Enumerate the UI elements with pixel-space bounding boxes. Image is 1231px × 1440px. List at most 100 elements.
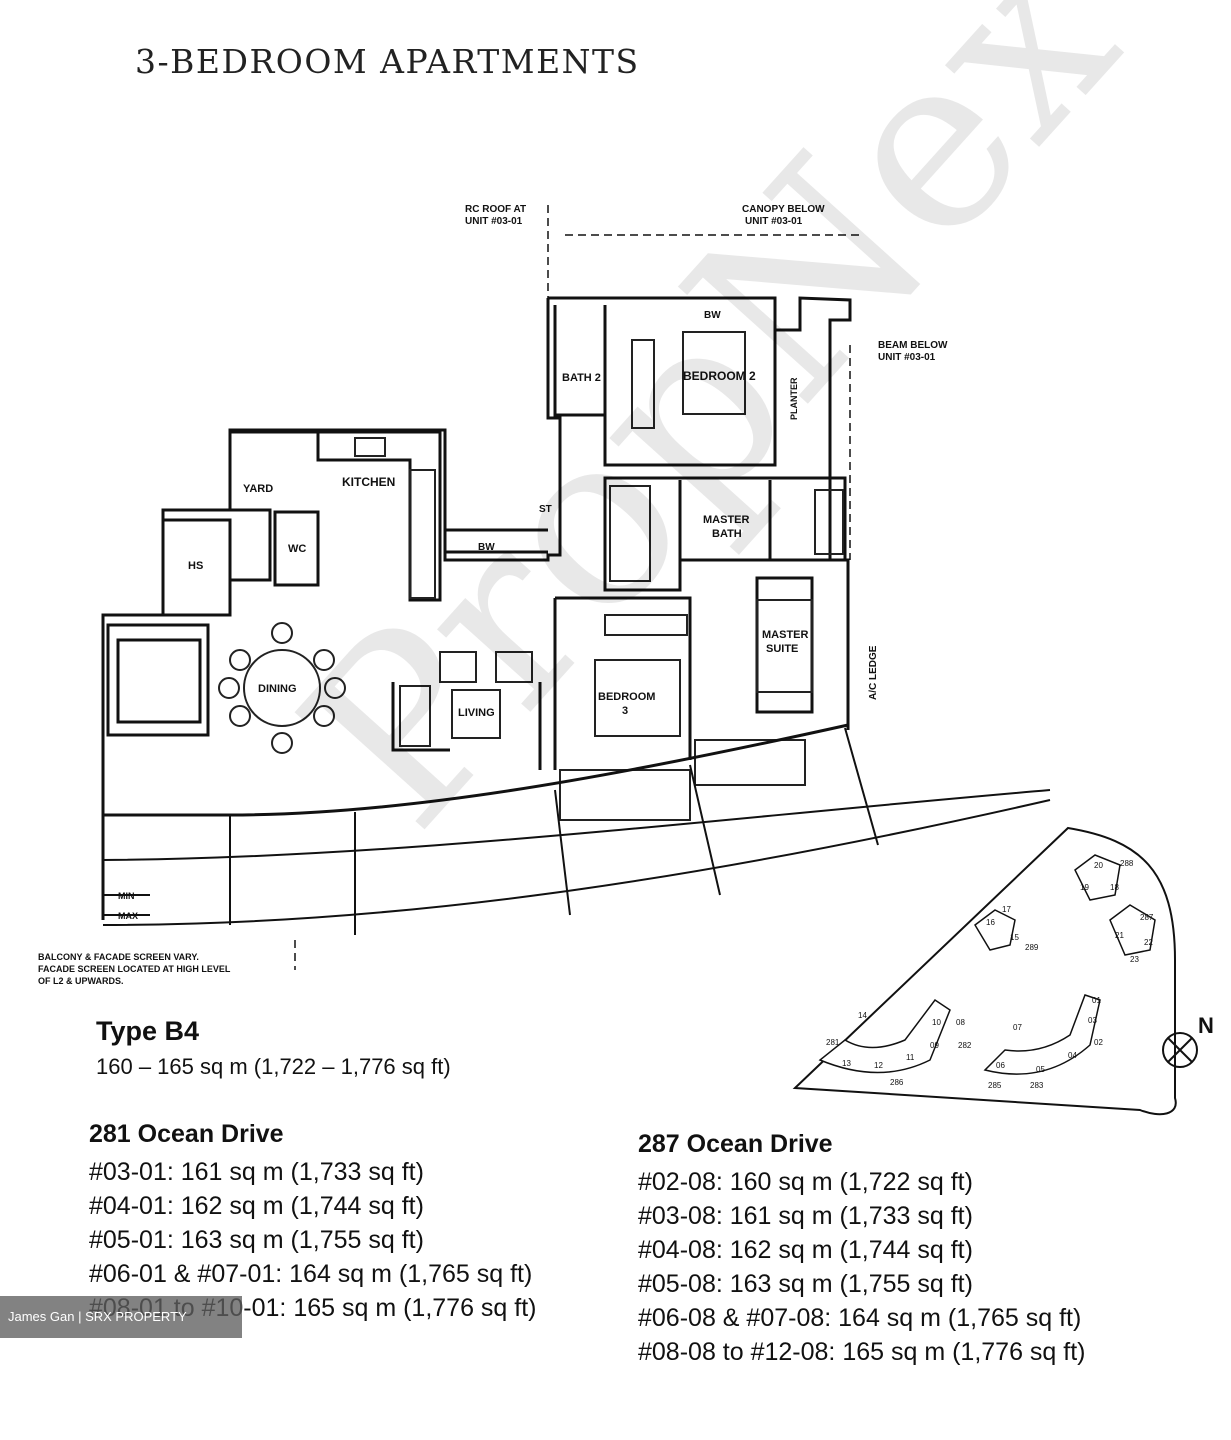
living-sofa xyxy=(399,685,431,747)
wardrobe-master xyxy=(609,485,651,582)
block-287-list: 287 Ocean Drive #02-08: 160 sq m (1,722 … xyxy=(638,1130,1086,1369)
unit-row: #04-08: 162 sq m (1,744 sq ft) xyxy=(638,1236,973,1264)
label-master-bath: BATH xyxy=(712,528,742,540)
living-armchair xyxy=(495,651,533,683)
site-stack-label: 09 xyxy=(930,1041,939,1050)
site-stack-label: 07 xyxy=(1013,1023,1022,1032)
site-block-label: 283 xyxy=(1030,1081,1044,1090)
note-balcony: BALCONY & FACADE SCREEN VARY. xyxy=(38,952,199,962)
unit-row: #02-08: 160 sq m (1,722 sq ft) xyxy=(638,1168,973,1196)
site-stack-label: 21 xyxy=(1115,931,1124,940)
dining-table xyxy=(243,649,321,727)
bedroom2-wall xyxy=(603,305,777,467)
note-beam: UNIT #03-01 xyxy=(878,352,936,363)
site-stack-label: 03 xyxy=(1088,1016,1097,1025)
balcony-edge xyxy=(103,723,849,817)
note-balcony: FACADE SCREEN LOCATED AT HIGH LEVEL xyxy=(38,964,231,974)
bed-2 xyxy=(682,331,746,415)
unit-row: #05-08: 163 sq m (1,755 sq ft) xyxy=(638,1270,973,1298)
site-stack-label: 04 xyxy=(1068,1051,1077,1060)
shaft-inner xyxy=(116,638,202,724)
balcony-post xyxy=(229,727,879,935)
kitchen-sink xyxy=(354,437,386,457)
unit-row: #05-01: 163 sq m (1,755 sq ft) xyxy=(89,1226,424,1254)
site-stack-label: 17 xyxy=(1002,905,1011,914)
note-canopy: CANOPY BELOW xyxy=(742,204,825,215)
label-planter: PLANTER xyxy=(789,377,799,420)
site-stack-label: 10 xyxy=(932,1018,941,1027)
label-dining: DINING xyxy=(258,683,297,695)
dining-chair xyxy=(271,622,293,644)
bw-strip xyxy=(445,528,548,554)
label-kitchen: KITCHEN xyxy=(342,475,395,489)
label-hs: HS xyxy=(188,560,203,572)
wc-box xyxy=(273,510,320,587)
unit-type-name: Type B4 xyxy=(96,1016,200,1046)
label-yard: YARD xyxy=(243,483,273,495)
facade-line xyxy=(102,799,1051,926)
living-wall xyxy=(391,682,542,770)
site-block-label: 282 xyxy=(958,1041,972,1050)
wardrobe-2 xyxy=(631,339,655,429)
site-stack-label: 12 xyxy=(874,1061,883,1070)
site-stack-label: 08 xyxy=(956,1018,965,1027)
compass-icon xyxy=(1162,1032,1198,1068)
site-stack-label: 19 xyxy=(1080,883,1089,892)
label-bedroom-2: BEDROOM 2 xyxy=(683,369,756,383)
dining-chair xyxy=(271,732,293,754)
label-bw: BW xyxy=(478,542,495,553)
yard-wall xyxy=(230,508,272,582)
unit-row: #03-01: 161 sq m (1,733 sq ft) xyxy=(89,1158,424,1186)
master-bed xyxy=(756,599,813,693)
label-master-suite: SUITE xyxy=(766,643,798,655)
note-rc-roof: UNIT #03-01 xyxy=(465,216,523,227)
shaft xyxy=(106,623,210,737)
note-rc-roof: RC ROOF AT xyxy=(465,204,526,215)
site-block-label: 287 xyxy=(1140,913,1154,922)
unit-row: #06-01 & #07-01: 164 sq m (1,765 sq ft) xyxy=(89,1260,533,1288)
label-master-bath: MASTER xyxy=(703,514,750,526)
balcony-planter xyxy=(559,769,691,821)
unit-row: #04-01: 162 sq m (1,744 sq ft) xyxy=(89,1192,424,1220)
note-canopy: UNIT #03-01 xyxy=(745,216,803,227)
dining-chair xyxy=(229,705,251,727)
site-stack-label: 22 xyxy=(1144,938,1153,947)
dining-chair xyxy=(218,677,240,699)
site-block-label: 285 xyxy=(988,1081,1002,1090)
kitchen-counter xyxy=(409,469,436,599)
coffee-table xyxy=(451,689,501,739)
note-balcony: OF L2 & UPWARDS. xyxy=(38,976,124,986)
label-bedroom-3: BEDROOM xyxy=(598,691,655,703)
site-stack-label: 01 xyxy=(1092,996,1101,1005)
label-bath-2: BATH 2 xyxy=(562,372,601,384)
compass-needle-icon xyxy=(1167,1037,1193,1063)
label-wc: WC xyxy=(288,543,306,555)
wardrobe-3 xyxy=(604,614,688,636)
unit-type-area: 160 – 165 sq m (1,722 – 1,776 sq ft) xyxy=(96,1054,451,1079)
site-block-label: 281 xyxy=(826,1038,840,1047)
site-stack-label: 02 xyxy=(1094,1038,1103,1047)
dining-chair xyxy=(324,677,346,699)
site-stack-label: 06 xyxy=(996,1061,1005,1070)
page-title: 3-BEDROOM APARTMENTS xyxy=(135,42,640,81)
bath2-wall xyxy=(553,305,607,417)
site-stack-label: 14 xyxy=(858,1011,867,1020)
label-ac-ledge: A/C LEDGE xyxy=(868,645,879,700)
outer-wall-top-right xyxy=(548,296,852,730)
bed-3 xyxy=(594,659,681,737)
facade-line xyxy=(102,789,1051,861)
dining-chair xyxy=(313,705,335,727)
label-st: ST xyxy=(539,504,552,515)
site-plan: 281 282 283 285 286 287 288 289 13 12 11… xyxy=(792,826,1198,1116)
note-max: MAX xyxy=(118,911,138,921)
site-stack-label: 23 xyxy=(1130,955,1139,964)
label-master-suite: MASTER xyxy=(762,629,809,641)
kitchen-wall xyxy=(230,430,442,602)
site-block-label: 289 xyxy=(1025,943,1039,952)
label-bedroom-3: 3 xyxy=(622,705,628,717)
label-living: LIVING xyxy=(458,707,495,719)
site-stack-label: 18 xyxy=(1110,883,1119,892)
outer-wall xyxy=(101,298,562,920)
site-stack-label: 13 xyxy=(842,1059,851,1068)
note-beam: BEAM BELOW xyxy=(878,340,948,351)
